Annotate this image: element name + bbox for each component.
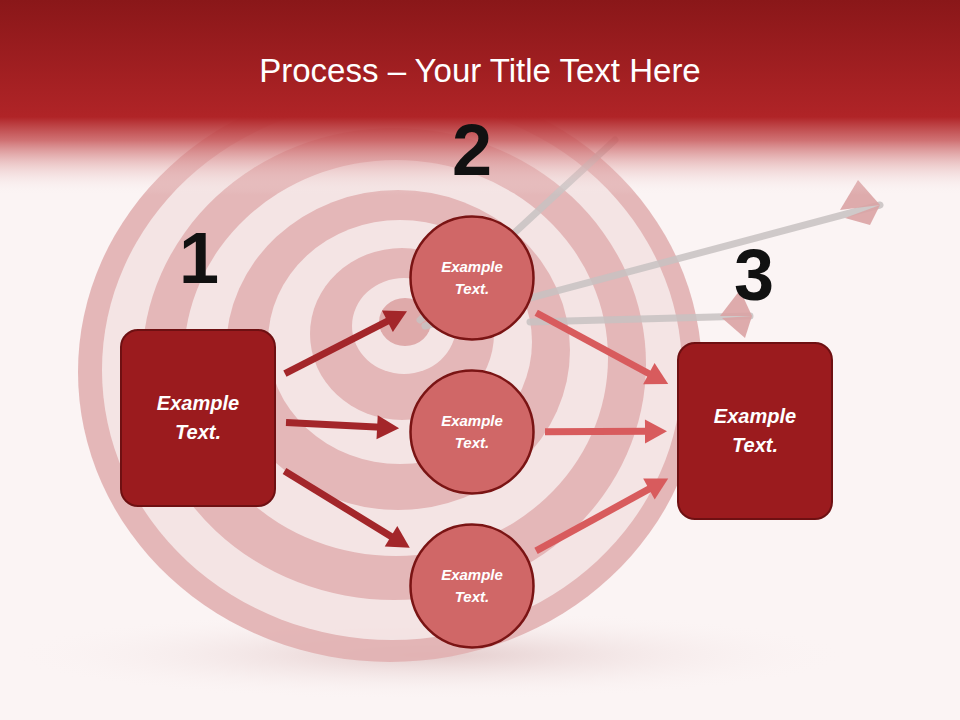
flow-arrow <box>536 487 652 551</box>
arrow-head <box>645 419 667 443</box>
process-box: Example Text. <box>120 329 276 507</box>
node-text: Example Text. <box>433 410 511 454</box>
flow-arrow <box>545 428 649 435</box>
node-text: Example Text. <box>433 564 511 608</box>
flow-arrow <box>285 319 391 373</box>
node-text: Example Text. <box>143 389 253 447</box>
flow-arrow <box>285 471 395 538</box>
circle-outline <box>409 523 535 649</box>
arrow-head <box>385 526 410 548</box>
flow-arrow <box>286 422 381 427</box>
process-circle: Example Text. <box>409 369 535 495</box>
callout-number: 1 <box>159 222 239 294</box>
process-box: Example Text. <box>677 342 833 520</box>
process-circle: Example Text. <box>409 215 535 341</box>
callout-number: 2 <box>432 114 512 186</box>
header-band <box>0 0 960 195</box>
node-text: Example Text. <box>433 256 511 300</box>
circle-outline <box>409 215 535 341</box>
arrow-head <box>643 363 668 384</box>
circle-outline <box>409 369 535 495</box>
flow-arrow <box>536 313 652 376</box>
callout-number: 3 <box>714 239 794 311</box>
arrow-head <box>382 311 407 332</box>
node-text: Example Text. <box>700 402 810 460</box>
slide-title: Process – Your Title Text Here <box>0 52 960 90</box>
process-circle: Example Text. <box>409 523 535 649</box>
arrow-head <box>377 415 400 439</box>
arrow-head <box>643 479 668 500</box>
